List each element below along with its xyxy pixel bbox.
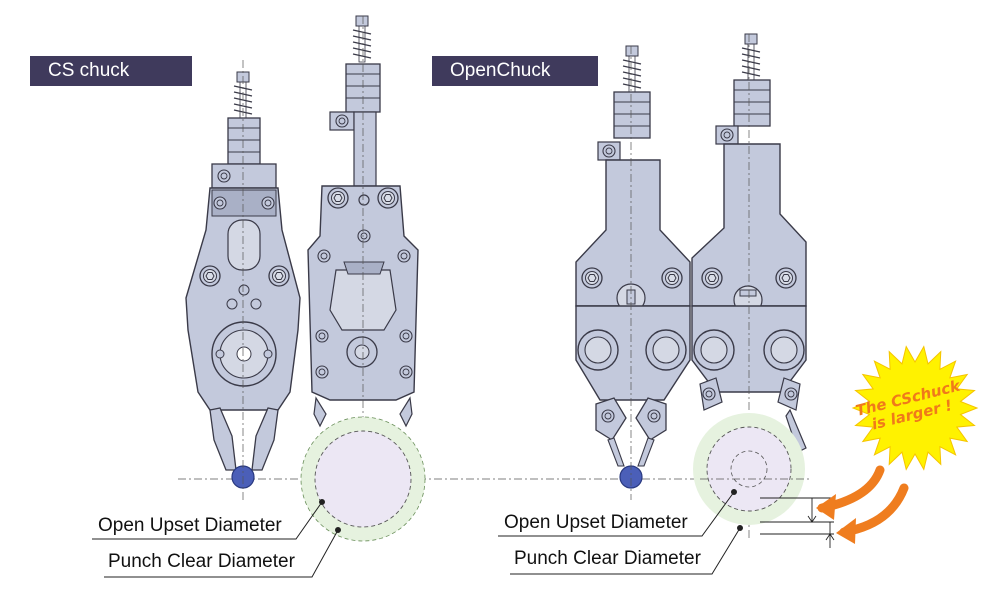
comparison-arrows <box>816 465 909 544</box>
openchuck-open-upset-circle <box>706 426 792 512</box>
cs-open-upset-label: Open Upset Diameter <box>98 515 282 536</box>
openchuck-open-upset-label: Open Upset Diameter <box>504 512 688 533</box>
openchuck-punch-clear-label: Punch Clear Diameter <box>514 548 701 569</box>
openchuck-dimension-marks <box>760 497 835 548</box>
cs-punch-clear-label: Punch Clear Diameter <box>108 551 295 572</box>
openchuck-leader-lines <box>498 489 743 575</box>
openchuck-unit-left <box>575 45 691 500</box>
cs-chuck-side-view <box>300 15 426 542</box>
openchuck-unit-right <box>691 33 812 540</box>
openchuck-tag: OpenChuck <box>432 56 598 86</box>
cs-leader-lines <box>92 499 341 578</box>
cs-chuck-tag: CS chuck <box>30 56 192 86</box>
cs-chuck-front-view <box>185 60 301 500</box>
callout-starburst <box>851 345 979 471</box>
cs-open-upset-circle <box>314 430 412 528</box>
